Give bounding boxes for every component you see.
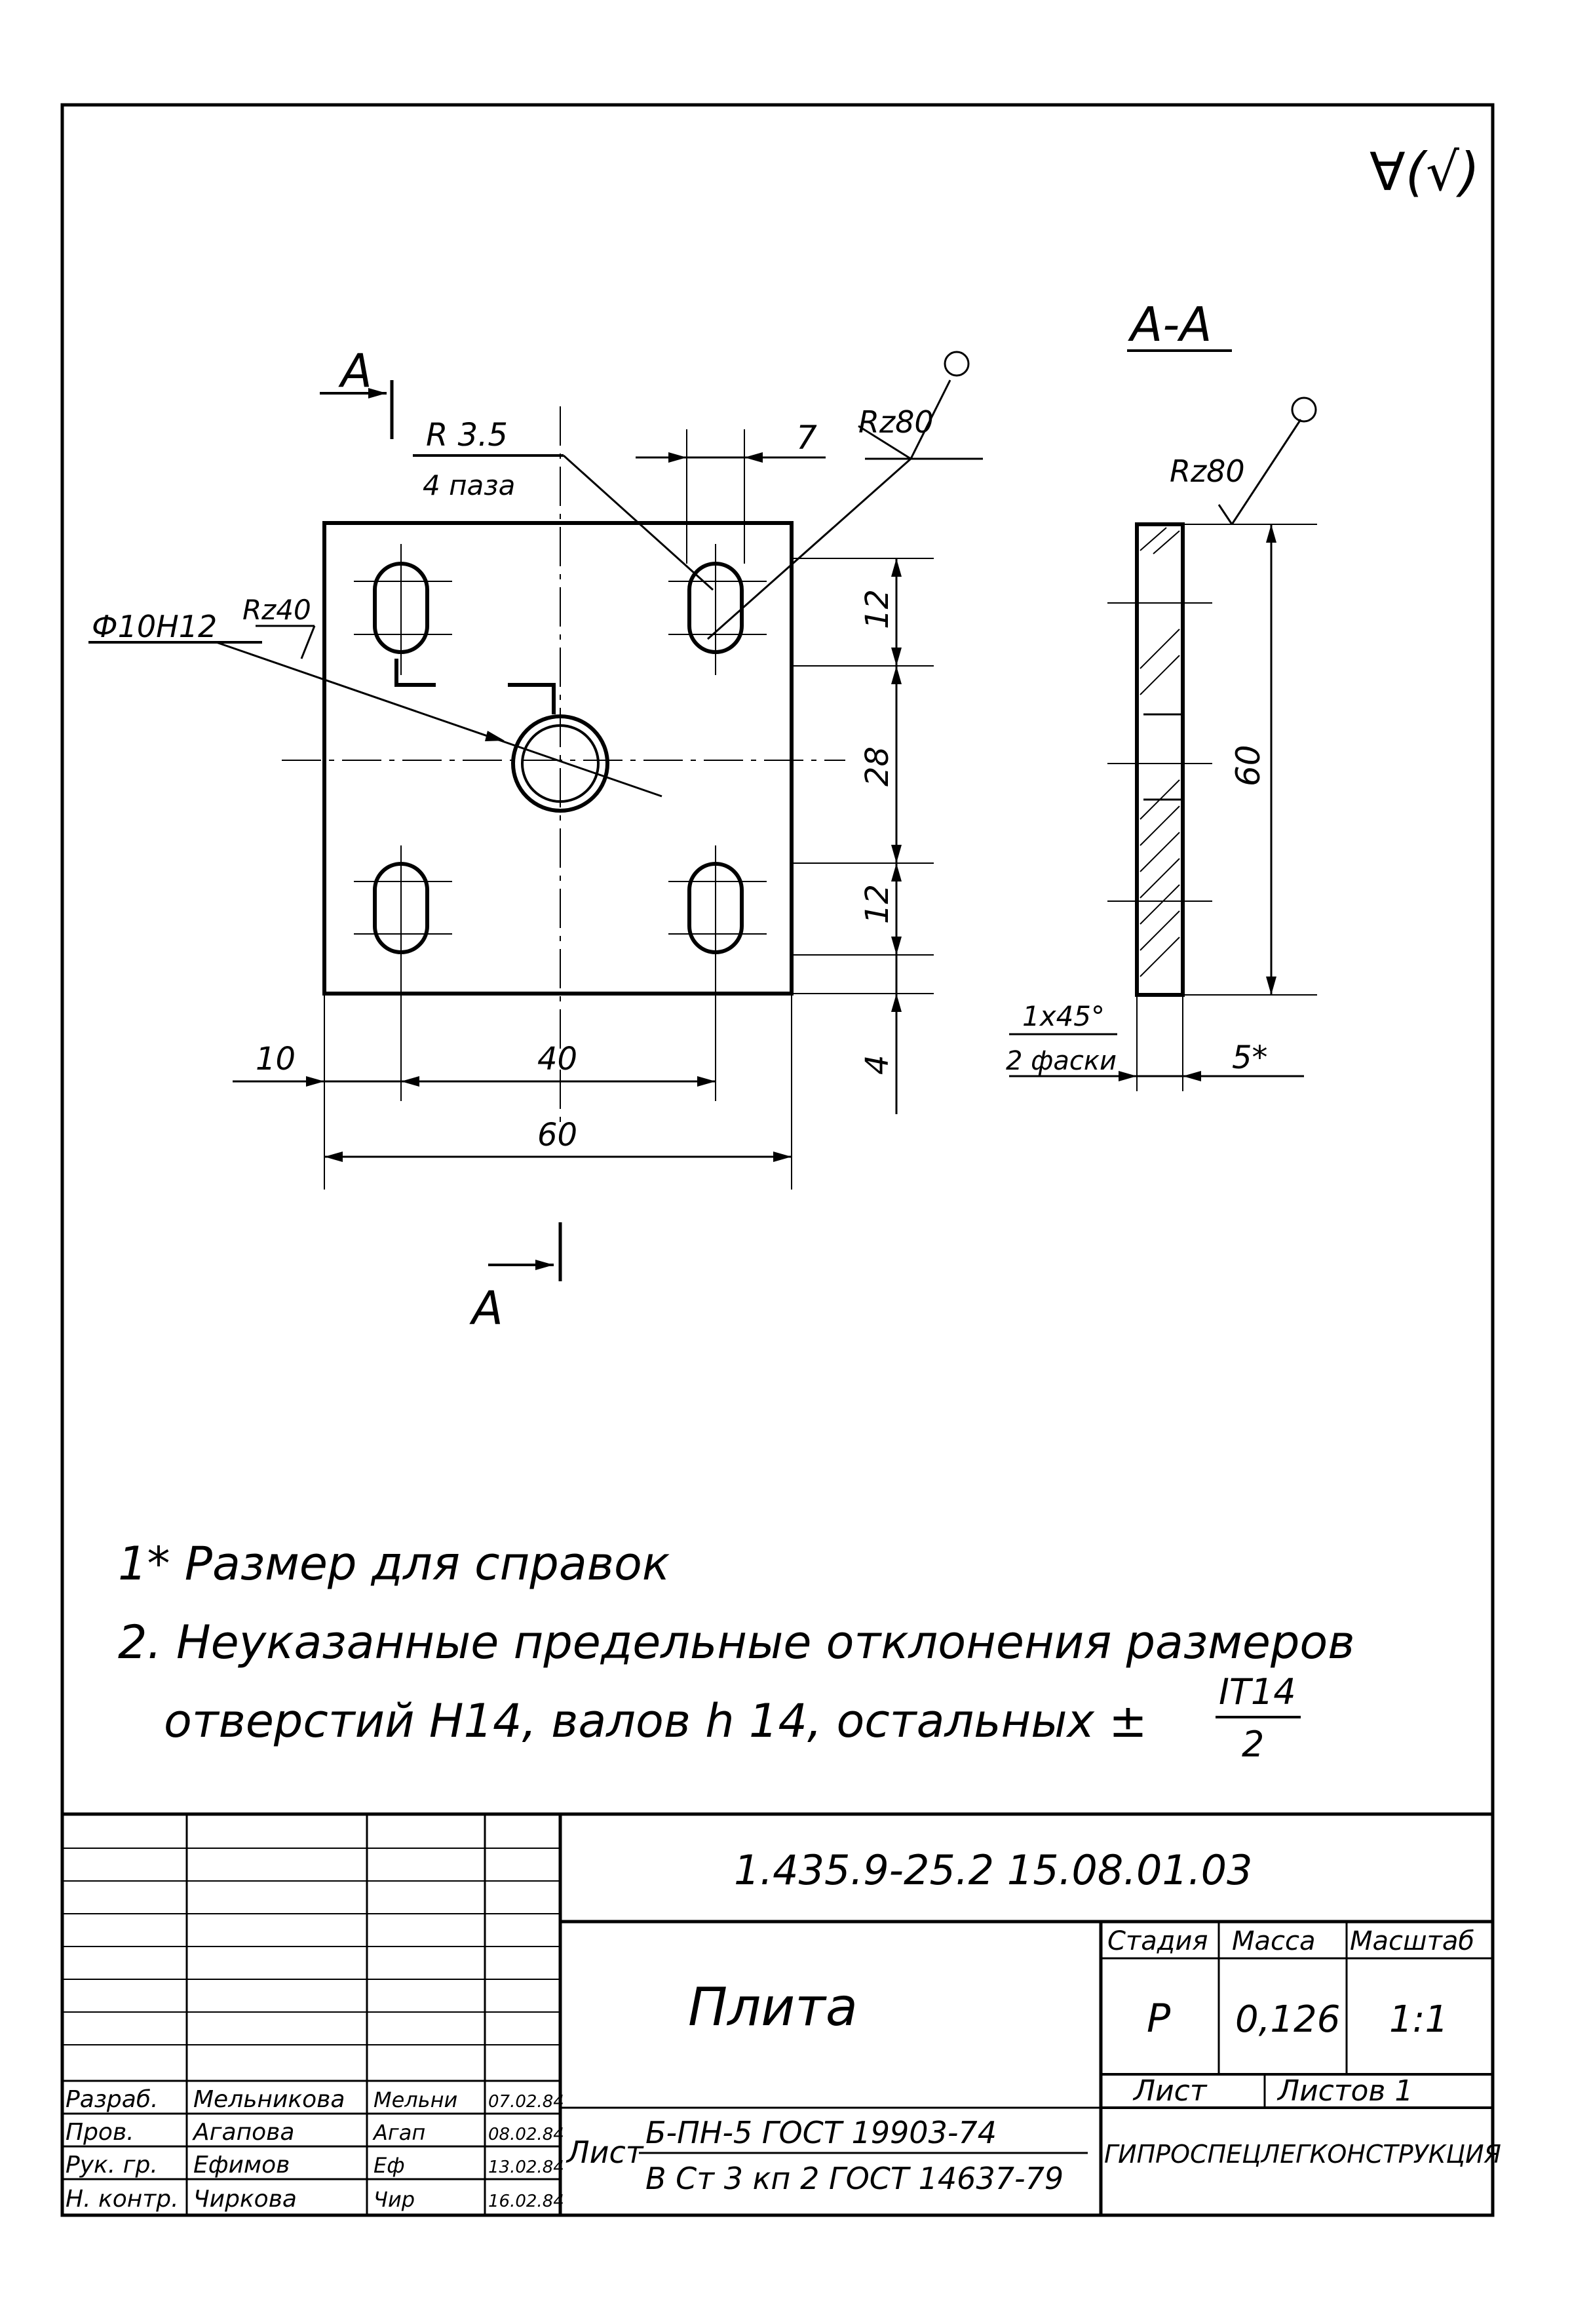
staff-sign-2: Агап [372,2120,425,2145]
slots-label: 4 паза [423,469,515,501]
stage-value: Р [1147,1996,1171,2042]
note-2-continued: отверстий Н14, валов h 14, остальных ± [164,1694,1147,1748]
mass-header: Масса [1232,1926,1316,1956]
staff-sign-4: Чир [374,2187,415,2212]
staff-role-2: Пров. [66,2119,134,2146]
thickness-dim: 5* [1232,1039,1268,1076]
dim-12-top: 12 [859,589,896,629]
sheets-label: Листов 1 [1276,2074,1413,2108]
note-fraction-numerator: IT14 [1219,1671,1296,1713]
staff-name-3: Ефимов [193,2152,290,2179]
plate-outline [322,521,794,996]
title-block-text: 1.435.9-25.2 15.08.01.03 Плита Стадия Ма… [66,1846,1501,2213]
staff-date-3: 13.02.84 [488,2158,564,2177]
dim-4: 4 [859,1055,896,1075]
plan-view [88,351,983,1281]
staff-name-1: Мельникова [193,2086,345,2113]
note-1: 1* Размер для справок [118,1537,670,1591]
scale-header: Масштаб [1350,1926,1474,1956]
material-line-2: В Ст 3 кп 2 ГОСТ 14637-79 [645,2161,1064,2196]
stage-header: Стадия [1107,1926,1208,1956]
note-fraction-denominator: 2 [1242,1724,1264,1765]
sheet-label: Лист [1132,2074,1208,2108]
radius-label: R 3.5 [426,417,508,454]
title-block [62,1812,1493,2215]
section-height-dim: 60 [1229,745,1267,786]
dim-28: 28 [859,746,896,786]
section-roughness: Rz80 [1170,454,1245,489]
sheet-frame [60,103,1495,2217]
staff-date-2: 08.02.84 [488,2125,564,2144]
section-marker-top: А [338,344,372,398]
scale-value: 1:1 [1389,1998,1448,2041]
dim-60: 60 [537,1117,577,1153]
section-view-labels: А-А Rz80 60 1x45° 2 фаски 5* [1006,297,1268,1076]
section-title: А-А [1128,297,1212,352]
technical-notes: 1* Размер для справок 2. Неуказанные пре… [118,1537,1355,1765]
hole-roughness-label: Rz40 [242,594,311,626]
mass-value: 0,126 [1235,1998,1340,2041]
dim-12-bottom: 12 [859,884,896,924]
staff-date-4: 16.02.84 [488,2192,564,2211]
material-prefix: Лист [565,2135,644,2170]
staff-sign-1: Мельни [374,2087,457,2112]
hole-diameter-label: Ф10Н12 [92,609,217,644]
document-code: 1.435.9-25.2 15.08.01.03 [734,1846,1252,1894]
center-hole [511,714,609,813]
dim-40: 40 [537,1041,577,1077]
staff-role-3: Рук. гр. [66,2152,158,2179]
chamfer-count: 2 фаски [1006,1046,1117,1076]
chamfer-label: 1x45° [1022,1000,1105,1032]
staff-sign-3: Еф [374,2153,405,2178]
section-outline [1135,522,1185,997]
slot-width-dim: 7 [796,419,817,457]
organization: ГИПРОСПЕЦЛЕГКОНСТРУКЦИЯ [1104,2140,1501,2169]
part-name: Плита [688,1977,858,2038]
note-2: 2. Неуказанные предельные отклонения раз… [118,1616,1355,1669]
section-marker-bottom: А [469,1281,503,1335]
staff-name-4: Чиркова [193,2186,297,2213]
staff-role-1: Разраб. [66,2086,158,2113]
general-roughness-mark: ∀(√) [1370,142,1480,203]
section-view [1009,349,1317,1091]
staff-role-4: Н. контр. [66,2186,179,2213]
dim-10: 10 [256,1041,296,1077]
staff-date-1: 07.02.84 [488,2092,564,2112]
plan-view-labels: А А R 3.5 4 паза 7 Rz80 Ф10Н12 Rz40 12 2… [92,344,934,1335]
roughness-top-label: Rz80 [858,404,934,440]
material-line-1: Б-ПН-5 ГОСТ 19903-74 [645,2115,997,2150]
staff-name-2: Агапова [192,2119,294,2146]
